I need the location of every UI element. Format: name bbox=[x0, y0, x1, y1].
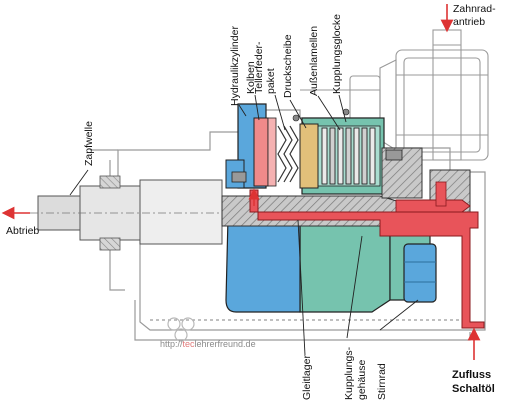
label-abtrieb: Abtrieb bbox=[6, 225, 39, 237]
cylinder-bolts bbox=[231, 108, 403, 183]
label-zufluss-1: Zufluss bbox=[452, 369, 491, 381]
pressure-plate-druckscheibe bbox=[299, 123, 319, 189]
label-gleitlager: Gleitlager bbox=[301, 355, 313, 400]
label-stirnrad: Stirnrad bbox=[376, 363, 388, 400]
oil-supply-channel bbox=[249, 181, 485, 329]
label-kolben: Kolben bbox=[245, 61, 257, 94]
piston-kolben bbox=[253, 117, 277, 187]
watermark-text: http://teclehrerfreund.de bbox=[160, 339, 256, 349]
watermark-accent: tec bbox=[183, 339, 196, 349]
label-kupplungs-2: gehäuse bbox=[356, 360, 368, 400]
label-tellerfeder-1: Tellerfeder- bbox=[253, 41, 265, 94]
outer-clutch-plates bbox=[321, 127, 376, 185]
leader-lines bbox=[69, 94, 419, 356]
flow-arrows bbox=[1, 4, 481, 360]
label-kupplungs-1: Kupplungs- bbox=[343, 346, 355, 400]
label-zahnrad-1: Zahnrad- bbox=[453, 3, 496, 15]
label-aussenlamellen: Außenlamellen bbox=[308, 26, 320, 96]
label-zufluss-2: Schaltöl bbox=[452, 383, 495, 395]
label-kupplungsglocke: Kupplungsglocke bbox=[331, 14, 343, 94]
label-hydraulikzylinder: Hydraulikzylinder bbox=[229, 26, 241, 106]
label-zapfwelle: Zapfwelle bbox=[83, 121, 95, 166]
labels: Hydraulikzylinder Kolben Tellerfeder- pa… bbox=[6, 3, 496, 400]
label-zahnrad-2: antrieb bbox=[453, 16, 485, 28]
disc-spring-pack bbox=[277, 125, 299, 183]
watermark-prefix: http:// bbox=[160, 339, 183, 349]
spur-gear-stirnrad bbox=[403, 243, 437, 303]
watermark-suffix: lehrerfreund.de bbox=[195, 339, 256, 349]
watermark: http://teclehrerfreund.de bbox=[160, 317, 256, 349]
label-tellerfeder-2: paket bbox=[265, 68, 277, 94]
gear-logo-icon bbox=[167, 317, 195, 342]
label-druckscheibe: Druckscheibe bbox=[282, 34, 294, 98]
